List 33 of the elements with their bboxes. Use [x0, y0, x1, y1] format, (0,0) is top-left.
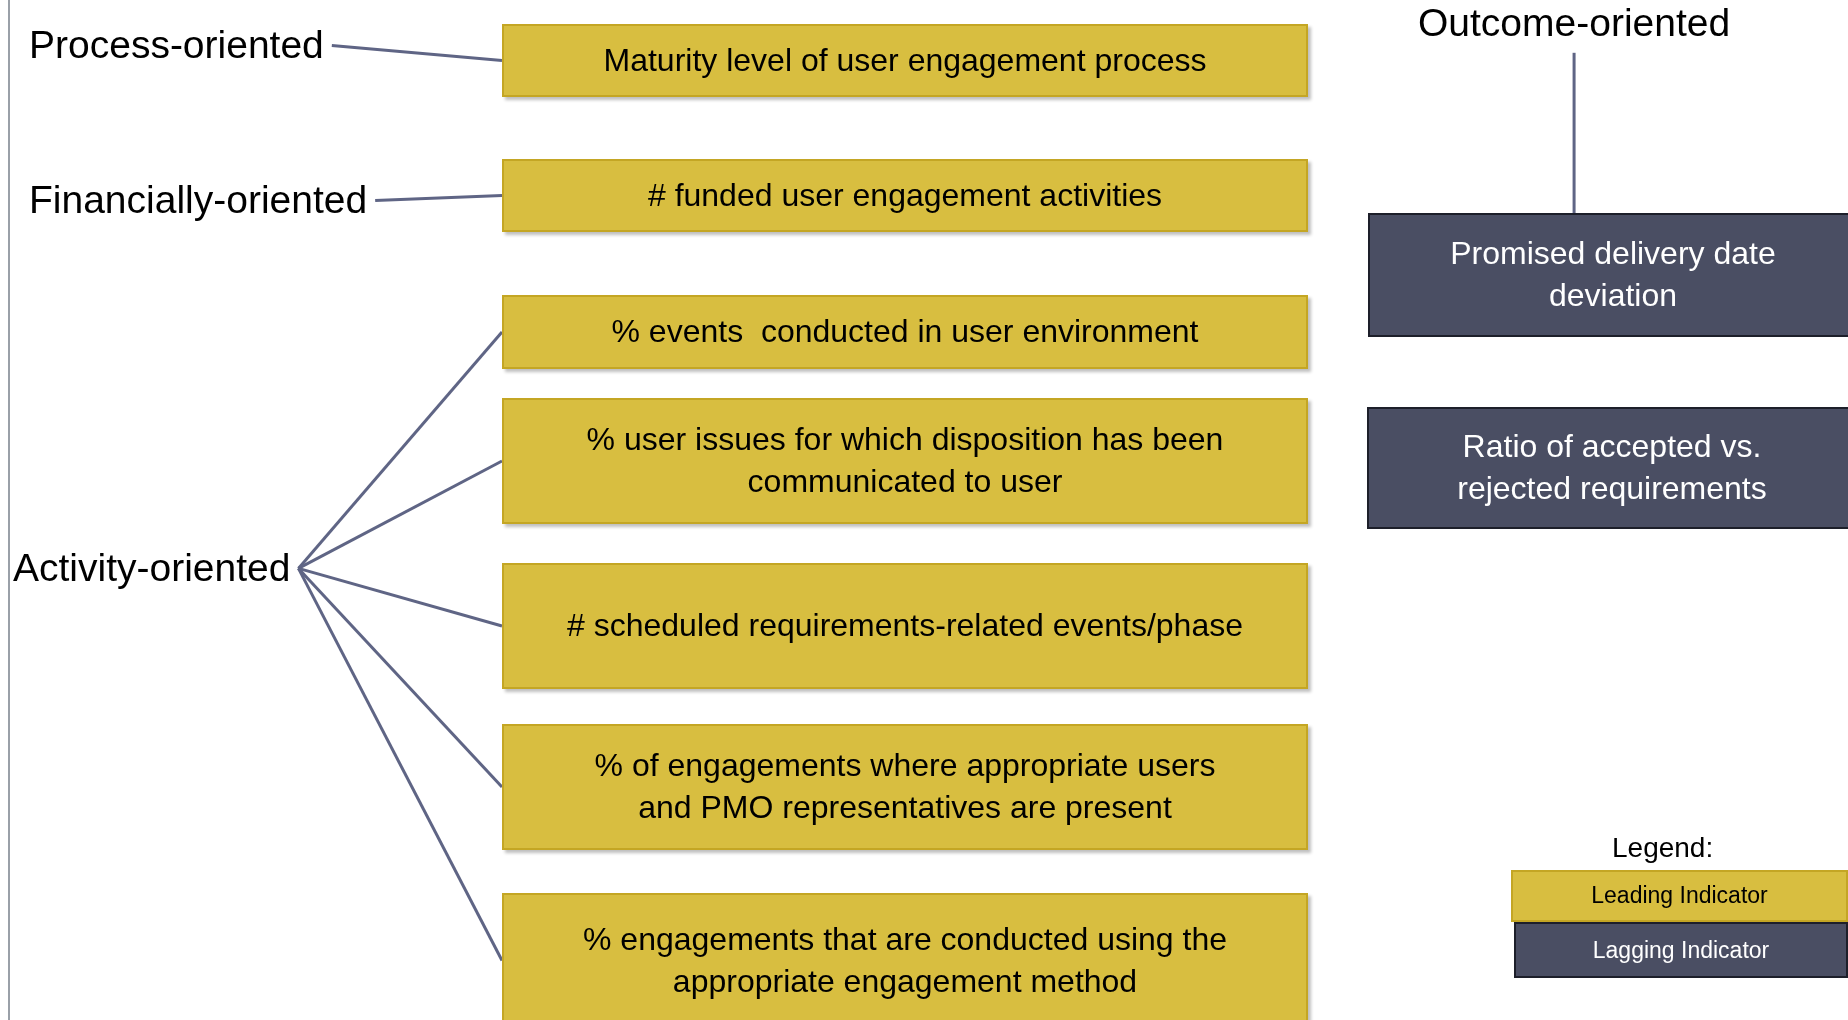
legend-text: Leading Indicator [1591, 882, 1768, 909]
indicator-text: # funded user engagement activities [647, 175, 1163, 215]
connector-line [297, 331, 504, 570]
legend-title: Legend: [1612, 832, 1714, 864]
leading-indicator-box [502, 893, 1308, 1020]
indicator-text: % user issues for which disposition has been communicated to user [585, 420, 1225, 501]
leading-indicator-box [502, 24, 1308, 97]
indicator-text: % engagements that are conducted using the appropriate engagement method [582, 919, 1228, 1001]
connector-line [297, 567, 504, 962]
connector-line [297, 567, 504, 789]
indicator-text: Promised delivery date deviation [1449, 234, 1777, 315]
indicator-text: Ratio of accepted vs. rejected requirements [1456, 427, 1768, 508]
connector-line [298, 566, 503, 628]
leading-indicator-box [502, 724, 1308, 850]
connector-line [375, 194, 503, 202]
leading-indicator-box [502, 159, 1308, 232]
category-label: Activity-oriented [13, 545, 291, 592]
category-label: Outcome-oriented [1418, 0, 1731, 47]
legend-text: Lagging Indicator [1592, 936, 1770, 964]
indicator-text: % events conducted in user environment [611, 312, 1199, 352]
indicator-text: # scheduled requirements-related events/phase [567, 606, 1243, 646]
category-label: Process-oriented [29, 22, 324, 69]
leading-indicator-box [502, 563, 1308, 689]
category-label: Financially-oriented [29, 177, 368, 224]
connector-line [1572, 52, 1576, 213]
connector-line [297, 459, 503, 570]
connector-line [331, 43, 503, 62]
indicator-text: % of engagements where appropriate users and PMO representatives are present [593, 746, 1217, 827]
lagging-indicator-box [1368, 213, 1848, 337]
leading-indicator-box [502, 398, 1308, 524]
leading-indicator-box [502, 295, 1308, 369]
lagging-indicator-box [1367, 407, 1848, 529]
indicator-text: Maturity level of user engagement process [603, 40, 1207, 80]
